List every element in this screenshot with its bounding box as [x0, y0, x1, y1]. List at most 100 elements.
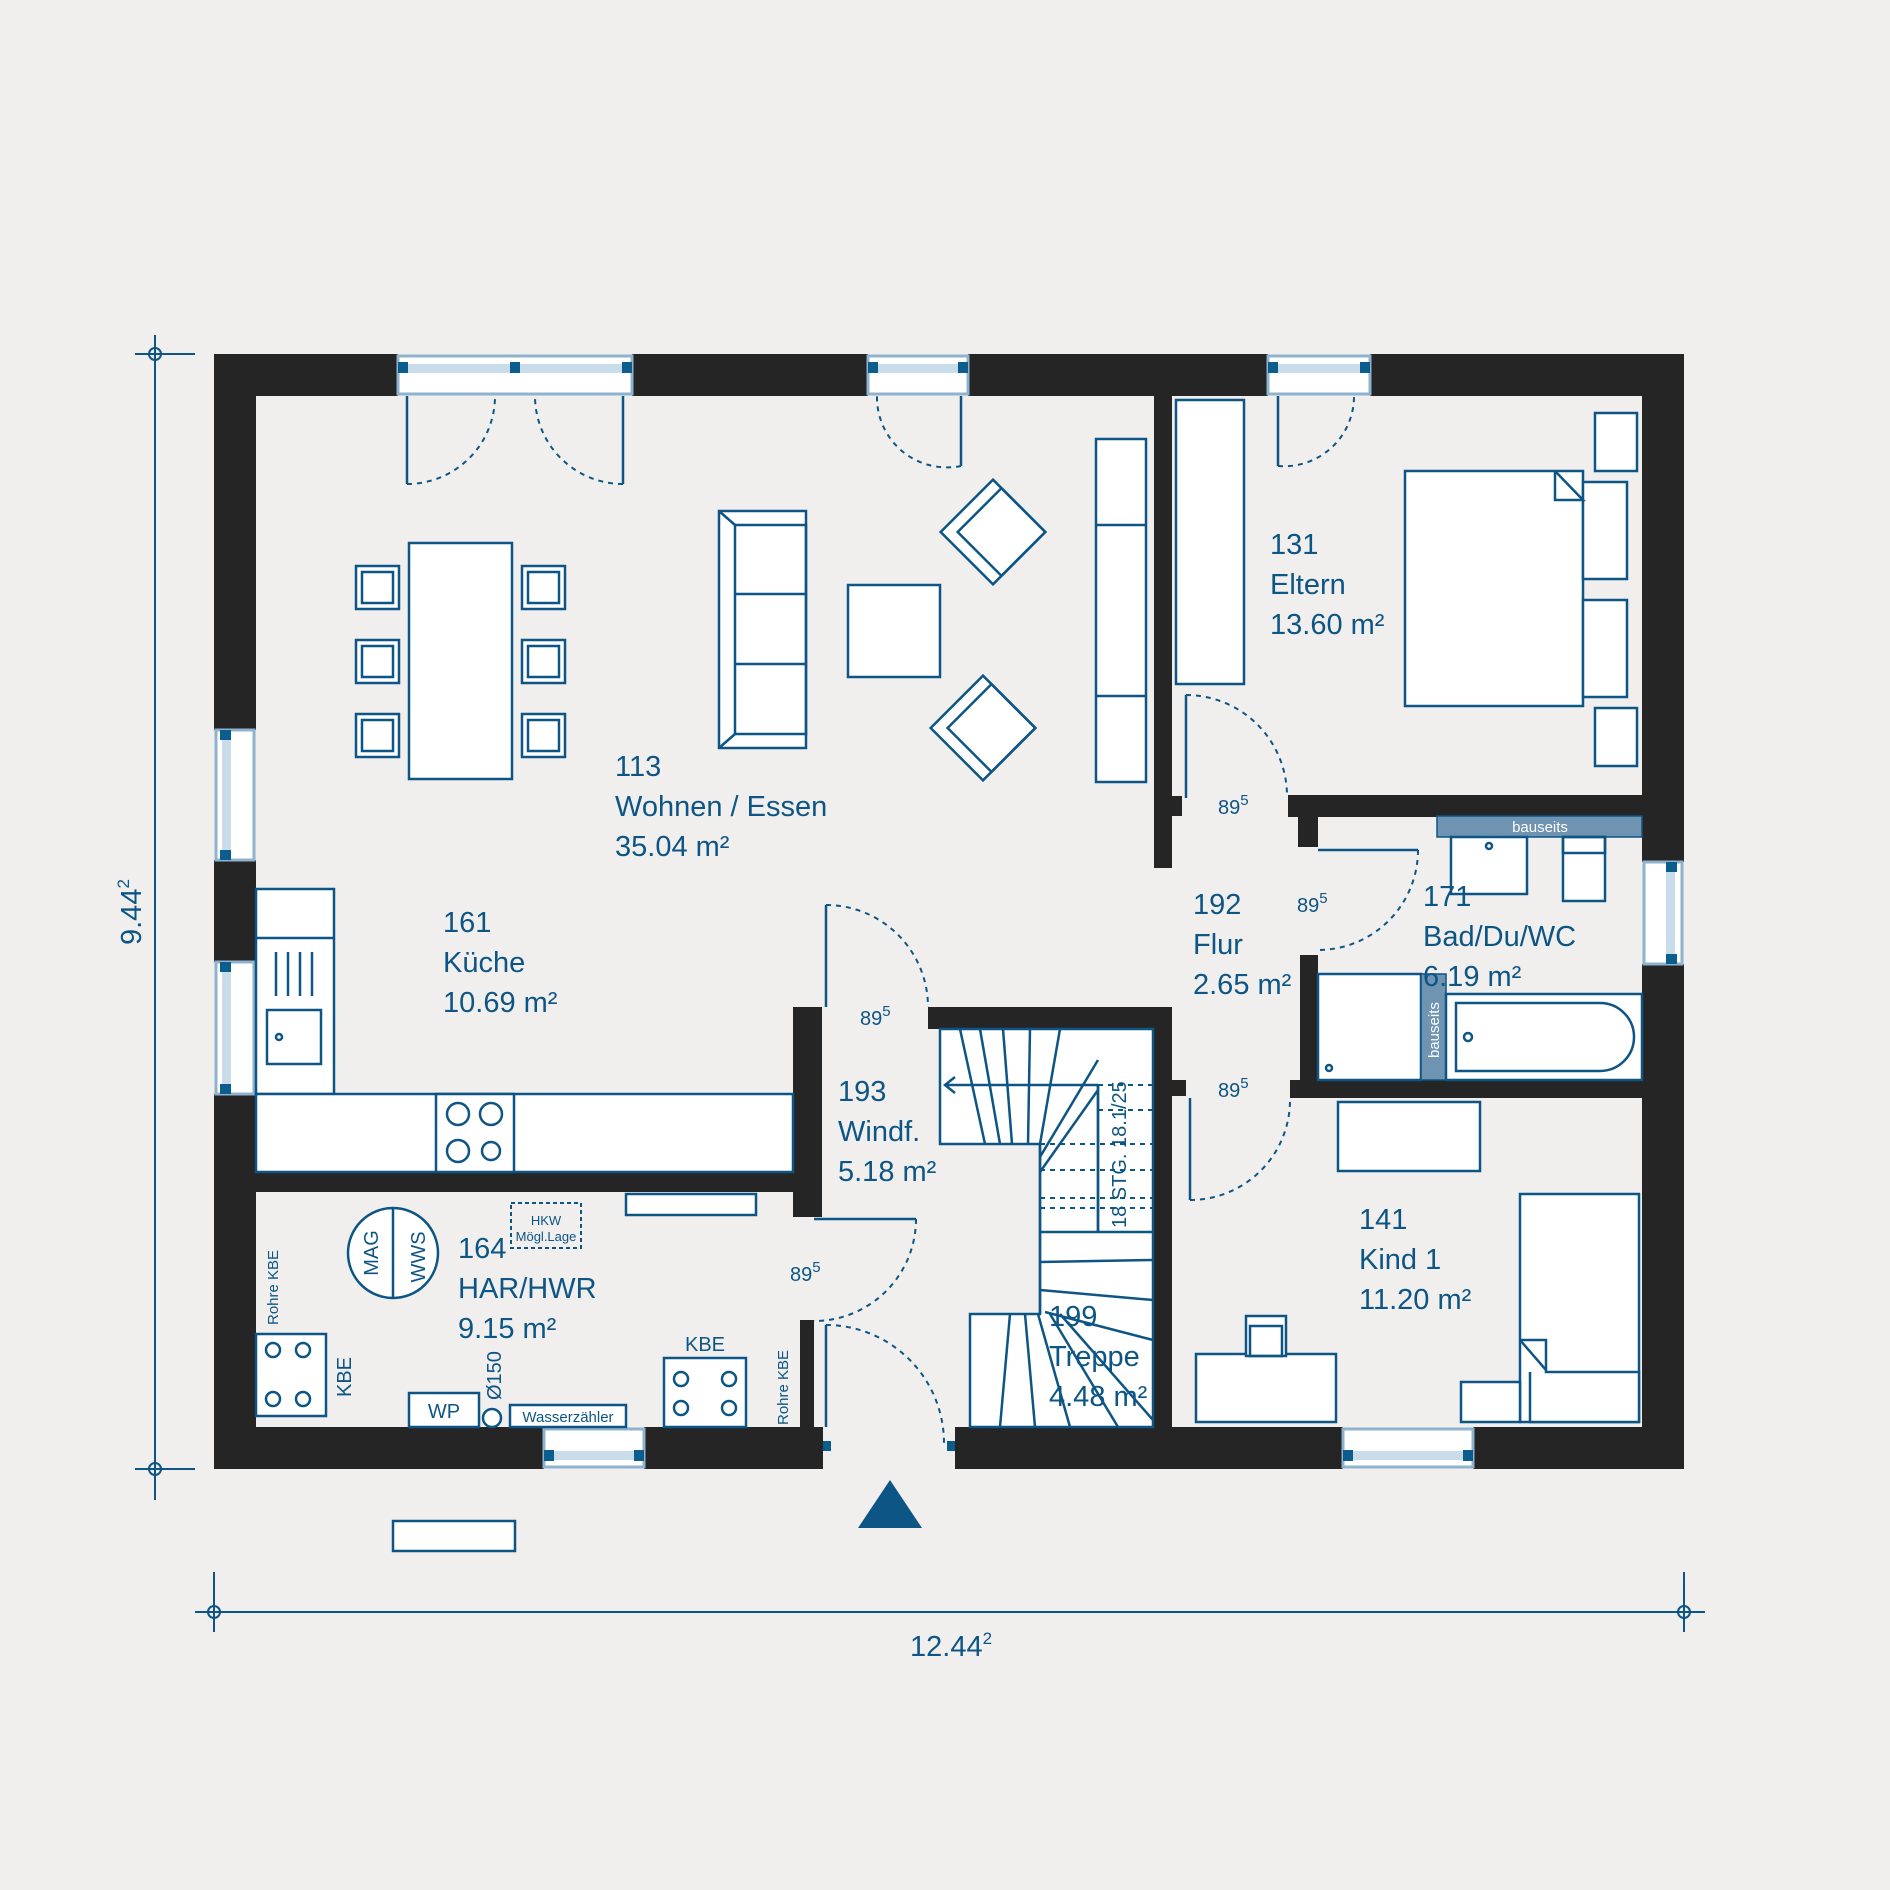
svg-text:9.15 m²: 9.15 m²	[458, 1313, 557, 1345]
pipe-d150: Ø150	[481, 1351, 506, 1429]
kbe-unit-right: KBE	[662, 1334, 748, 1429]
svg-text:4.48 m²: 4.48 m²	[1049, 1381, 1148, 1413]
window-left-upper	[214, 728, 256, 862]
d150-label: Ø150	[484, 1351, 506, 1400]
kbe-left-label: KBE	[334, 1357, 356, 1397]
svg-text:192: 192	[1193, 889, 1241, 921]
windows	[214, 354, 1684, 1469]
water-meter: Wasserzähler	[508, 1403, 628, 1429]
mag-label: MAG	[361, 1230, 383, 1276]
heat-pump: WP	[407, 1391, 481, 1429]
wws-label: WWS	[408, 1231, 430, 1282]
rohre-kbe-left-label: Rohre KBE	[265, 1250, 282, 1325]
stairs-label: 18 STG. 18.1/25	[1109, 1081, 1131, 1228]
stair-treads	[958, 1028, 1154, 1428]
svg-text:Treppe: Treppe	[1049, 1341, 1140, 1373]
storage-tank: MAG WWS	[346, 1206, 440, 1300]
window-top-right	[1266, 354, 1372, 396]
toilet	[1561, 835, 1607, 903]
chair	[354, 638, 401, 685]
svg-text:Kind 1: Kind 1	[1359, 1244, 1441, 1276]
door-label-eltern: 895	[1218, 792, 1249, 819]
double-bed	[1403, 411, 1639, 768]
svg-text:2.65 m²: 2.65 m²	[1193, 969, 1292, 1001]
bathtub	[1444, 992, 1644, 1082]
svg-text:11.20 m²: 11.20 m²	[1359, 1284, 1472, 1316]
desk	[1194, 1314, 1338, 1424]
svg-text:35.04 m²: 35.04 m²	[615, 831, 730, 863]
room-kind-1: 141 Kind 1 11.20 m²	[1359, 1204, 1472, 1316]
door-label-bad: 895	[1297, 890, 1328, 917]
dining-set	[354, 541, 567, 781]
svg-text:Flur: Flur	[1193, 929, 1243, 961]
svg-text:Bad/Du/WC: Bad/Du/WC	[1423, 921, 1576, 953]
door-width-labels: 895 895 895 895 895	[790, 792, 1328, 1286]
stair-center-marks	[1040, 1084, 1153, 1209]
room-har-hwr: 164 HAR/HWR 9.15 m²	[458, 1233, 597, 1345]
water-meter-label: Wasserzähler	[522, 1409, 613, 1426]
window-top-left	[396, 354, 634, 396]
wp-label: WP	[428, 1401, 460, 1423]
svg-text:141: 141	[1359, 1204, 1407, 1236]
width-dimension: 12.442	[910, 1629, 992, 1663]
hkw-label: HKW	[531, 1213, 562, 1228]
svg-text:13.60 m²: 13.60 m²	[1270, 609, 1385, 641]
drainboard	[274, 952, 314, 996]
dimension-lines: 9.442 12.442	[114, 335, 1705, 1663]
svg-text:10.69 m²: 10.69 m²	[443, 987, 558, 1019]
svg-text:Windf.: Windf.	[838, 1116, 920, 1148]
coffee-table	[846, 583, 942, 679]
staircase: 18 STG. 18.1/25	[938, 1027, 1155, 1429]
window-top-mid	[866, 354, 970, 396]
room-treppe: 199 Treppe 4.48 m²	[1049, 1301, 1148, 1413]
svg-text:193: 193	[838, 1076, 886, 1108]
svg-text:171: 171	[1423, 881, 1471, 913]
armchair-bottom	[928, 673, 1038, 783]
svg-text:199: 199	[1049, 1301, 1097, 1333]
room-wohnen-essen: 113 Wohnen / Essen 35.04 m²	[615, 751, 827, 863]
outdoor-box	[391, 1519, 517, 1553]
svg-text:Küche: Küche	[443, 947, 525, 979]
svg-text:Eltern: Eltern	[1270, 569, 1346, 601]
hwr-shelf	[624, 1192, 758, 1217]
sofa	[717, 509, 808, 750]
entrance-arrow	[858, 1480, 922, 1528]
bauseits-side-label: bauseits	[1426, 1002, 1443, 1058]
armchair-top	[938, 477, 1048, 587]
doors	[405, 395, 1419, 1444]
hkw-location-label: Mögl.Lage	[516, 1229, 577, 1244]
door-label-hwr: 895	[790, 1259, 821, 1286]
wardrobe	[1174, 398, 1246, 686]
chair	[354, 564, 401, 611]
svg-text:6.19 m²: 6.19 m²	[1423, 961, 1522, 993]
svg-text:5.18 m²: 5.18 m²	[838, 1156, 937, 1188]
chair	[520, 638, 567, 685]
room-bad: 171 Bad/Du/WC 6.19 m²	[1423, 881, 1576, 993]
single-bed	[1518, 1192, 1641, 1424]
svg-text:113: 113	[615, 751, 661, 783]
chair	[520, 564, 567, 611]
window-bottom-hwr	[542, 1427, 646, 1469]
sideboard	[1094, 437, 1148, 784]
room-windfang: 193 Windf. 5.18 m²	[838, 1076, 937, 1188]
room-labels: 113 Wohnen / Essen 35.04 m² 161 Küche 10…	[443, 529, 1576, 1413]
room-kueche: 161 Küche 10.69 m²	[443, 907, 558, 1019]
svg-text:161: 161	[443, 907, 491, 939]
nightstand	[1593, 411, 1639, 473]
chair	[520, 712, 567, 759]
door-label-kind: 895	[1218, 1075, 1249, 1102]
rohre-kbe-right-label: Rohre KBE	[775, 1350, 792, 1425]
chair	[354, 712, 401, 759]
bauseits-top-label: bauseits	[1512, 819, 1568, 836]
nightstand	[1593, 706, 1639, 768]
door-label-wohnen: 895	[860, 1003, 891, 1030]
svg-text:131: 131	[1270, 529, 1318, 561]
kids-dresser	[1336, 1100, 1482, 1173]
kids-nightstand	[1459, 1380, 1522, 1424]
kbe-right-label: KBE	[685, 1334, 725, 1356]
room-eltern: 131 Eltern 13.60 m²	[1270, 529, 1385, 641]
cooktop	[434, 1092, 516, 1174]
svg-text:Wohnen / Essen: Wohnen / Essen	[615, 791, 827, 823]
stair-direction-arrow	[942, 1076, 1100, 1232]
